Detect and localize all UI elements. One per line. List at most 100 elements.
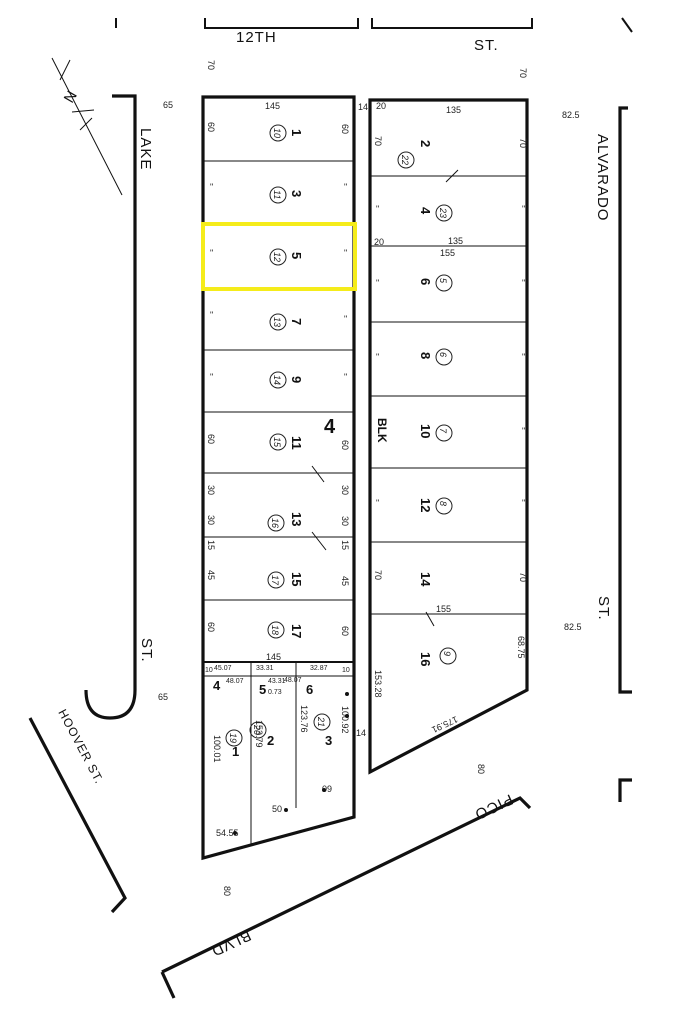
dim-vertical: 100.01: [212, 735, 222, 763]
lot-number: 17: [289, 624, 304, 638]
dim-pico-right: 80: [476, 764, 486, 774]
lot-number: 3: [289, 190, 304, 197]
parcel-number: 23: [438, 207, 448, 218]
dim-small: 45.07: [214, 665, 232, 672]
dim-small: 10: [342, 667, 350, 674]
dim-small: 20: [374, 237, 384, 247]
left-block: [201, 95, 356, 861]
lot-number: 15: [289, 572, 304, 586]
lot-right-dim: 30: [340, 516, 350, 526]
parcel-number: 15: [272, 437, 282, 448]
right-lots: 20 135 70 20 135 155 155 22 2 70 23 4 " …: [373, 101, 528, 735]
street-name-blvd: BLVD.: [203, 926, 253, 961]
parcel-number: 21: [316, 716, 326, 727]
north-label: N: [61, 87, 82, 106]
street-name-12th: 12TH: [236, 29, 277, 46]
lot-number: 4: [213, 678, 221, 693]
dim-small: 10: [205, 667, 213, 674]
lot-number: 14: [418, 572, 433, 587]
dim-vertical: 153.79: [254, 720, 264, 748]
dim-alvarado-top: 82.5: [562, 110, 580, 120]
dim-small: 48.07: [284, 677, 302, 684]
lot-number: 2: [418, 140, 433, 147]
street-name-alvarado-st: ST.: [595, 596, 612, 621]
dim-lower-width: 155: [436, 604, 451, 614]
parcel-number: 7: [438, 428, 448, 434]
parcel-number: 18: [270, 625, 280, 635]
parcel-number: 20: [252, 724, 262, 735]
parcel-number: 11: [272, 190, 282, 199]
dim-mid-width: 135: [448, 236, 463, 246]
lot-right-dim: ": [344, 248, 347, 258]
parcel-number: 6: [438, 352, 448, 357]
lot-number: 11: [289, 436, 304, 450]
lot-number: 8: [418, 352, 433, 359]
dim-small: 32.87: [310, 665, 328, 672]
lot-left-dim: ": [210, 372, 213, 382]
north-arrow-icon: N: [51, 57, 123, 196]
parcel-number: 12: [272, 252, 282, 262]
lot-left-dim: 30: [206, 485, 216, 495]
lot-number: 7: [289, 318, 304, 325]
lot-number: 16: [418, 652, 433, 666]
parcel-number: 17: [270, 575, 280, 586]
street-name-lake: LAKE: [137, 128, 154, 170]
lot-right-dim: 15: [340, 540, 350, 550]
dim-bottom: 50: [272, 804, 282, 814]
parcel-number: 16: [270, 518, 280, 528]
lot-right-dim: ": [344, 372, 347, 382]
street-name-12th-st: ST.: [474, 37, 499, 54]
sub-lot-number: 3: [325, 733, 332, 748]
lot-right-dim: 30: [340, 485, 350, 495]
lot-right-dim: 68.75: [516, 636, 526, 659]
lot-left-dim: 15: [206, 540, 216, 550]
lot-right-dim: ": [522, 426, 525, 436]
dim-vertical: 123.76: [299, 705, 309, 733]
parcel-number: 22: [400, 154, 410, 165]
parcel-number: 13: [272, 317, 282, 327]
lot-right-dim: 45: [340, 576, 350, 586]
street-name-alvarado: ALVARADO: [594, 134, 611, 221]
lot-number: 5: [289, 252, 304, 259]
dim-small: 48.07: [226, 678, 244, 685]
sub-lot-number: 1: [232, 744, 239, 759]
lot-number: 9: [289, 376, 304, 383]
dim-lake-top: 65: [163, 100, 173, 110]
dim-small: 0.73: [268, 689, 282, 696]
street-name-lake-st: ST.: [138, 638, 155, 663]
dim-top-left: 70: [206, 60, 216, 70]
left-bottom-lots: 10 48.07 33.31 43.31 0.73 32.87 10 45.07…: [205, 665, 366, 838]
lot-left-dim: 60: [206, 122, 216, 132]
ditto-mark: ": [376, 352, 379, 362]
street-lines: [28, 17, 633, 999]
dim-vertical: 100.92: [340, 706, 350, 734]
right-block: [368, 98, 529, 775]
dim-alvarado-bottom: 82.5: [564, 622, 582, 632]
lot-number: 12: [418, 498, 433, 512]
dim-corner: 14: [356, 728, 366, 738]
lot-left-dim: ": [210, 248, 213, 258]
lot-left-dim: 30: [206, 515, 216, 525]
dim-bottom: 54.55: [216, 828, 239, 838]
lot-left-dim: ": [210, 310, 213, 320]
dim-mid-width: 155: [440, 248, 455, 258]
dim-left-corner: 14: [358, 102, 368, 112]
left-lots: 60 10 1 60 " 11 3 " " 12 5 " " 13 7 " " …: [206, 122, 350, 639]
ditto-mark: ": [376, 498, 379, 508]
highlighted-lot[interactable]: [201, 222, 357, 291]
lot-right-dim: ": [522, 204, 525, 214]
parcel-number: 10: [272, 128, 282, 138]
dim-top-right: 70: [518, 68, 528, 78]
lot-number: 5: [259, 682, 266, 697]
lot-right-dim: ": [522, 352, 525, 362]
lot-number: 6: [418, 278, 433, 285]
dim-left: 70: [373, 570, 383, 580]
parcel-number: 19: [228, 733, 238, 743]
lot-right-dim: ": [522, 278, 525, 288]
street-name-hoover: HOOVER ST.: [55, 707, 106, 787]
dim-left-mid-width: 145: [266, 652, 281, 662]
lot-number: 4: [418, 207, 433, 215]
lot-right-dim: 70: [518, 572, 528, 582]
dim-left-top-width: 145: [265, 101, 280, 111]
